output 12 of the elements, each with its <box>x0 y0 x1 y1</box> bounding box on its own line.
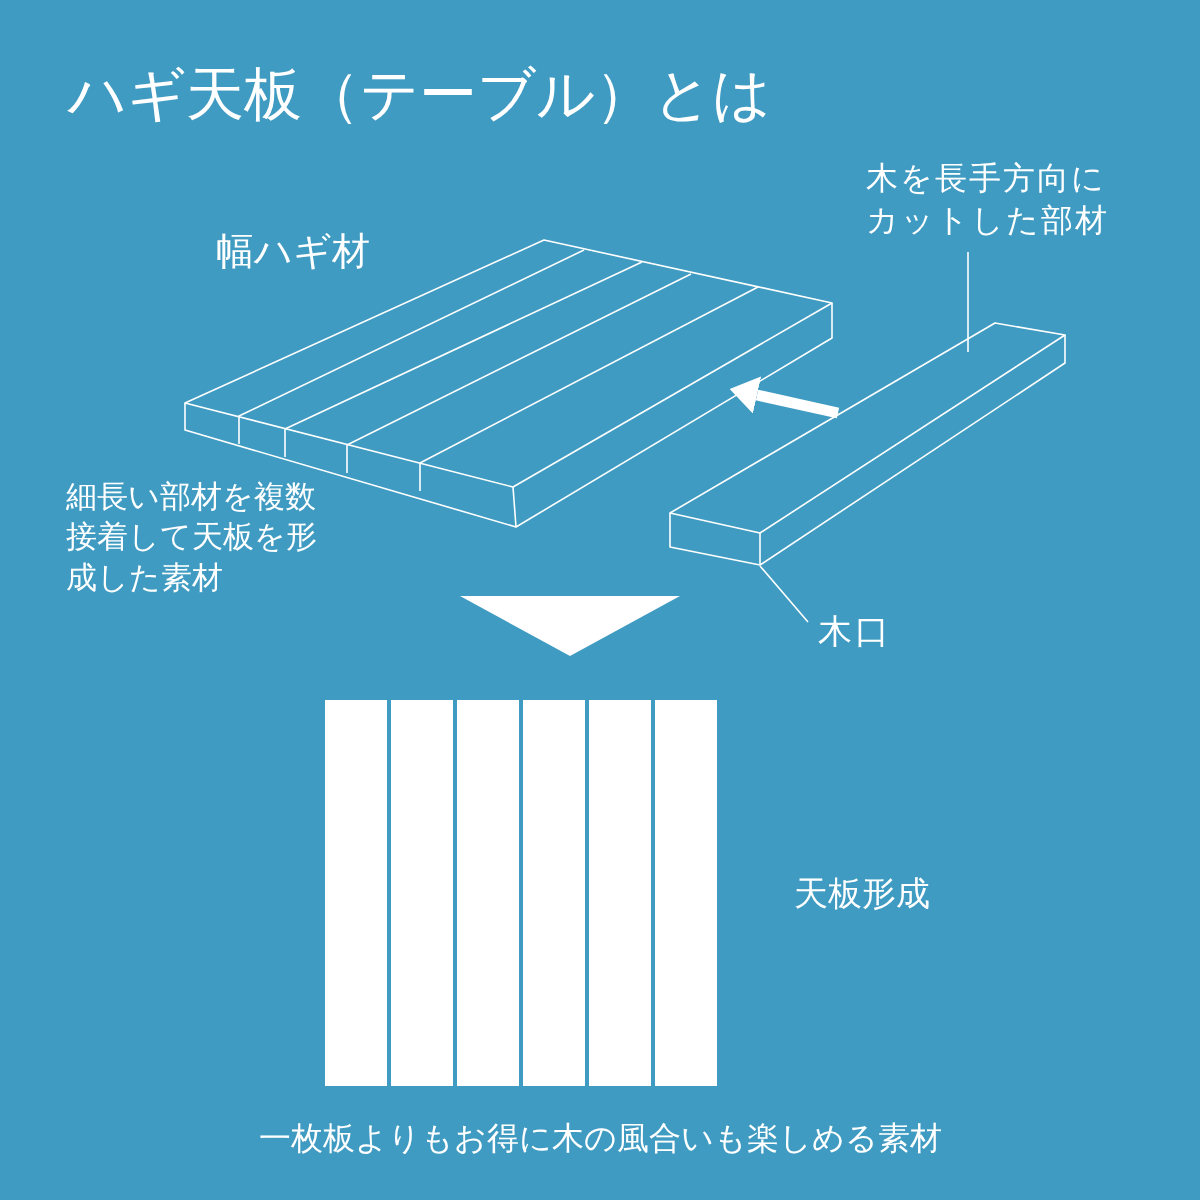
title: ハギ天板（テーブル）とは <box>68 59 771 130</box>
callout-text: 木を長手方向にカットした部材 <box>866 158 1121 242</box>
tabletop-boards <box>325 700 717 1086</box>
arrow <box>729 376 840 419</box>
leader-line <box>967 251 969 353</box>
leader-line <box>759 565 809 623</box>
tabletop-label: 天板形成 <box>794 872 930 915</box>
caption: 一枚板よりもお得に木の風合いも楽しめる素材 <box>257 1118 943 1158</box>
arrow <box>460 596 680 656</box>
callout-text: 木口 <box>818 610 893 653</box>
panel-description: 細長い部材を複数接着して天板を形成した素材 <box>66 477 318 597</box>
panel-label: 幅ハギ材 <box>216 228 370 275</box>
